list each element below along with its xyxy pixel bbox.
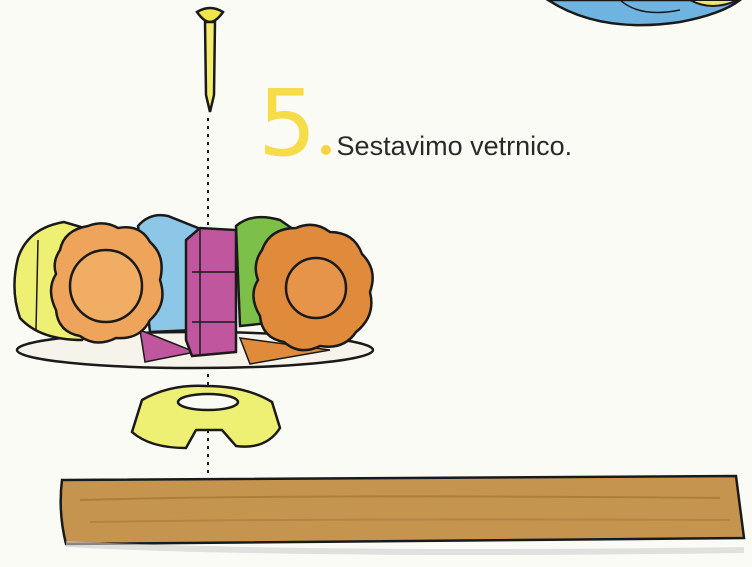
- wooden-stick-icon: [59, 474, 746, 555]
- pinwheel-assembly-icon: [13, 213, 375, 370]
- step-heading: 5 Sestavimo vetrnico.: [258, 78, 572, 170]
- globe-fragment-icon: [545, 0, 743, 27]
- step-instruction: Sestavimo vetrnico.: [336, 131, 573, 161]
- pin-icon: [195, 6, 225, 113]
- step-number: 5: [258, 70, 317, 177]
- cap-nut-icon: [130, 384, 282, 450]
- step-bullet-icon: [320, 145, 331, 155]
